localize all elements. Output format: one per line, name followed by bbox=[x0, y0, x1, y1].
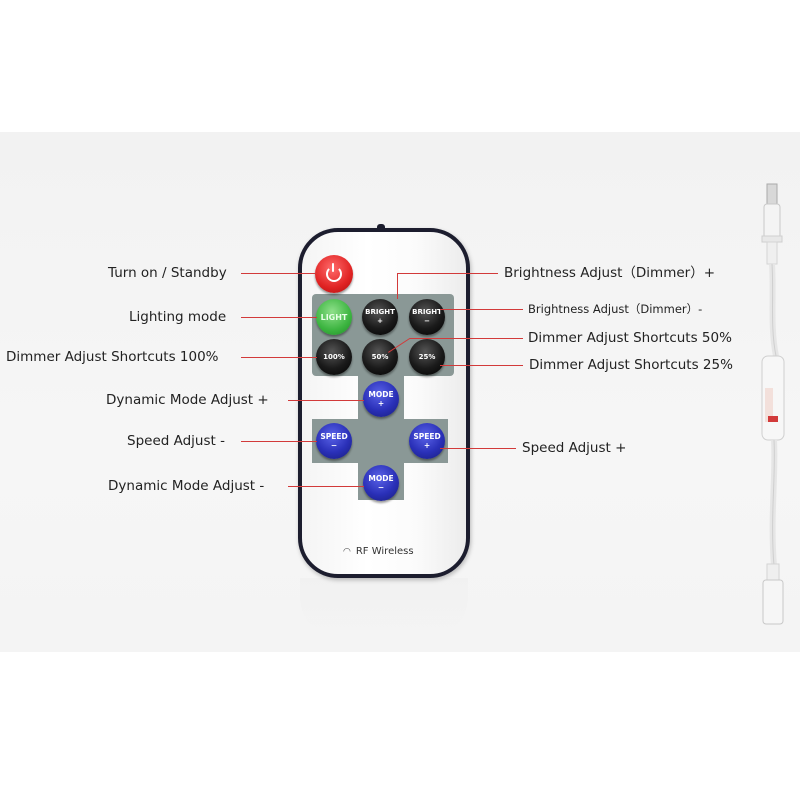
leader-lighting-mode bbox=[241, 317, 317, 318]
label-lighting-mode: Lighting mode bbox=[129, 309, 227, 325]
brand-text: RF Wireless bbox=[355, 546, 414, 557]
power-button[interactable] bbox=[315, 255, 353, 293]
leader-dynamic-plus bbox=[288, 400, 364, 401]
mode-plus-button[interactable]: MODE + bbox=[363, 381, 399, 417]
leader-turn-on bbox=[241, 273, 317, 274]
label-speed-plus: Speed Adjust + bbox=[522, 440, 627, 456]
speed-plus-button[interactable]: SPEED + bbox=[409, 423, 445, 459]
bright-plus-button[interactable]: BRIGHT + bbox=[362, 299, 398, 335]
light-button[interactable]: LIGHT bbox=[316, 299, 352, 335]
wifi-icon: ◠ bbox=[343, 546, 351, 557]
remote-top-nub bbox=[377, 224, 385, 229]
leader-dimmer-100 bbox=[241, 357, 317, 358]
label-dynamic-mode-plus: Dynamic Mode Adjust + bbox=[106, 392, 269, 408]
leader-speed-plus bbox=[440, 448, 516, 449]
leader-speed-minus bbox=[241, 441, 317, 442]
leader-dimmer-50 bbox=[410, 338, 523, 339]
rf-wireless-brand: ◠ RF Wireless bbox=[343, 546, 414, 557]
label-brightness-minus: Brightness Adjust（Dimmer）- bbox=[528, 302, 703, 316]
label-turn-on-standby: Turn on / Standby bbox=[108, 265, 227, 281]
label-dynamic-mode-minus: Dynamic Mode Adjust - bbox=[108, 478, 265, 494]
leader-brightness-plus-drop bbox=[397, 273, 398, 299]
power-icon bbox=[326, 263, 342, 282]
label-dimmer-50: Dimmer Adjust Shortcuts 50% bbox=[528, 330, 732, 346]
label-dimmer-25: Dimmer Adjust Shortcuts 25% bbox=[529, 357, 733, 373]
dimmer-25-button[interactable]: 25% bbox=[409, 339, 445, 375]
leader-dimmer-25 bbox=[440, 365, 523, 366]
dc-cable-icon bbox=[761, 183, 785, 625]
mode-minus-button[interactable]: MODE − bbox=[363, 465, 399, 501]
speed-minus-button[interactable]: SPEED − bbox=[316, 423, 352, 459]
leader-brightness-plus bbox=[398, 273, 498, 274]
label-dimmer-100: Dimmer Adjust Shortcuts 100% bbox=[6, 349, 219, 365]
dimmer-50-button[interactable]: 50% bbox=[362, 339, 398, 375]
remote-reflection bbox=[300, 578, 468, 638]
label-speed-minus: Speed Adjust - bbox=[127, 433, 225, 449]
label-brightness-plus: Brightness Adjust（Dimmer）+ bbox=[504, 265, 716, 281]
leader-dynamic-minus bbox=[288, 486, 364, 487]
leader-brightness-minus bbox=[440, 309, 523, 310]
bright-minus-button[interactable]: BRIGHT − bbox=[409, 299, 445, 335]
dimmer-100-button[interactable]: 100% bbox=[316, 339, 352, 375]
